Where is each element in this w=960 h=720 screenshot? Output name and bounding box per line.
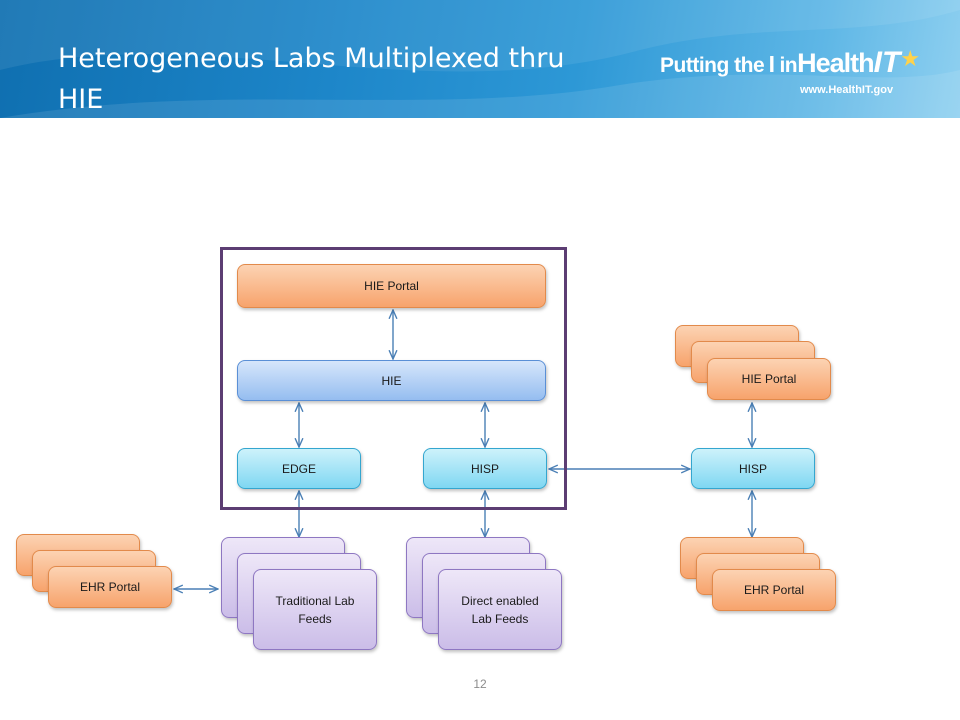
ehr-portal-left-label: EHR Portal: [79, 580, 141, 594]
traditional-feeds-box: Traditional Lab Feeds: [253, 569, 377, 650]
hie-boundary-frame: [220, 247, 567, 510]
hie-label: HIE: [381, 373, 402, 388]
healthit-logo: Putting the I inHealthIT★ www.HealthIT.g…: [660, 46, 940, 106]
logo-i-text: I: [768, 51, 775, 77]
hie-portal-right-box: HIE Portal: [707, 358, 831, 400]
logo-url: www.HealthIT.gov: [800, 84, 894, 96]
hisp-right-label: HISP: [738, 461, 767, 476]
slide-title: Heterogeneous Labs Multiplexed thru HIE: [58, 43, 565, 115]
banner-wave-decoration: [0, 0, 960, 118]
logo-it-text: IT: [873, 46, 901, 79]
logo-putting-text: Putting the: [660, 54, 765, 77]
logo-health-text: Health: [797, 48, 875, 78]
hisp-center-label: HISP: [470, 461, 499, 476]
hisp-right-box: HISP: [691, 448, 815, 489]
header-banner: Heterogeneous Labs Multiplexed thru HIE …: [0, 0, 960, 118]
star-icon: ★: [900, 46, 921, 71]
traditional-feeds-label: Traditional Lab Feeds: [275, 593, 355, 626]
ehr-portal-right-box: EHR Portal: [712, 569, 836, 611]
hie-portal-label: HIE Portal: [364, 279, 419, 293]
page-number: 12: [473, 677, 487, 691]
hie-portal-right-label: HIE Portal: [741, 372, 797, 386]
hie-box: HIE: [237, 360, 546, 401]
edge-label: EDGE: [281, 461, 316, 476]
ehr-portal-left-box: EHR Portal: [48, 566, 172, 608]
logo-wordmark: Putting the I inHealthIT★: [660, 46, 940, 80]
ehr-portal-right-label: EHR Portal: [743, 583, 805, 597]
direct-feeds-box: Direct enabled Lab Feeds: [438, 569, 562, 650]
edge-box: EDGE: [237, 448, 361, 489]
logo-in-text: in: [779, 54, 798, 77]
hisp-center-box: HISP: [423, 448, 547, 489]
hie-portal-box: HIE Portal: [237, 264, 546, 308]
direct-feeds-label: Direct enabled Lab Feeds: [461, 593, 539, 626]
